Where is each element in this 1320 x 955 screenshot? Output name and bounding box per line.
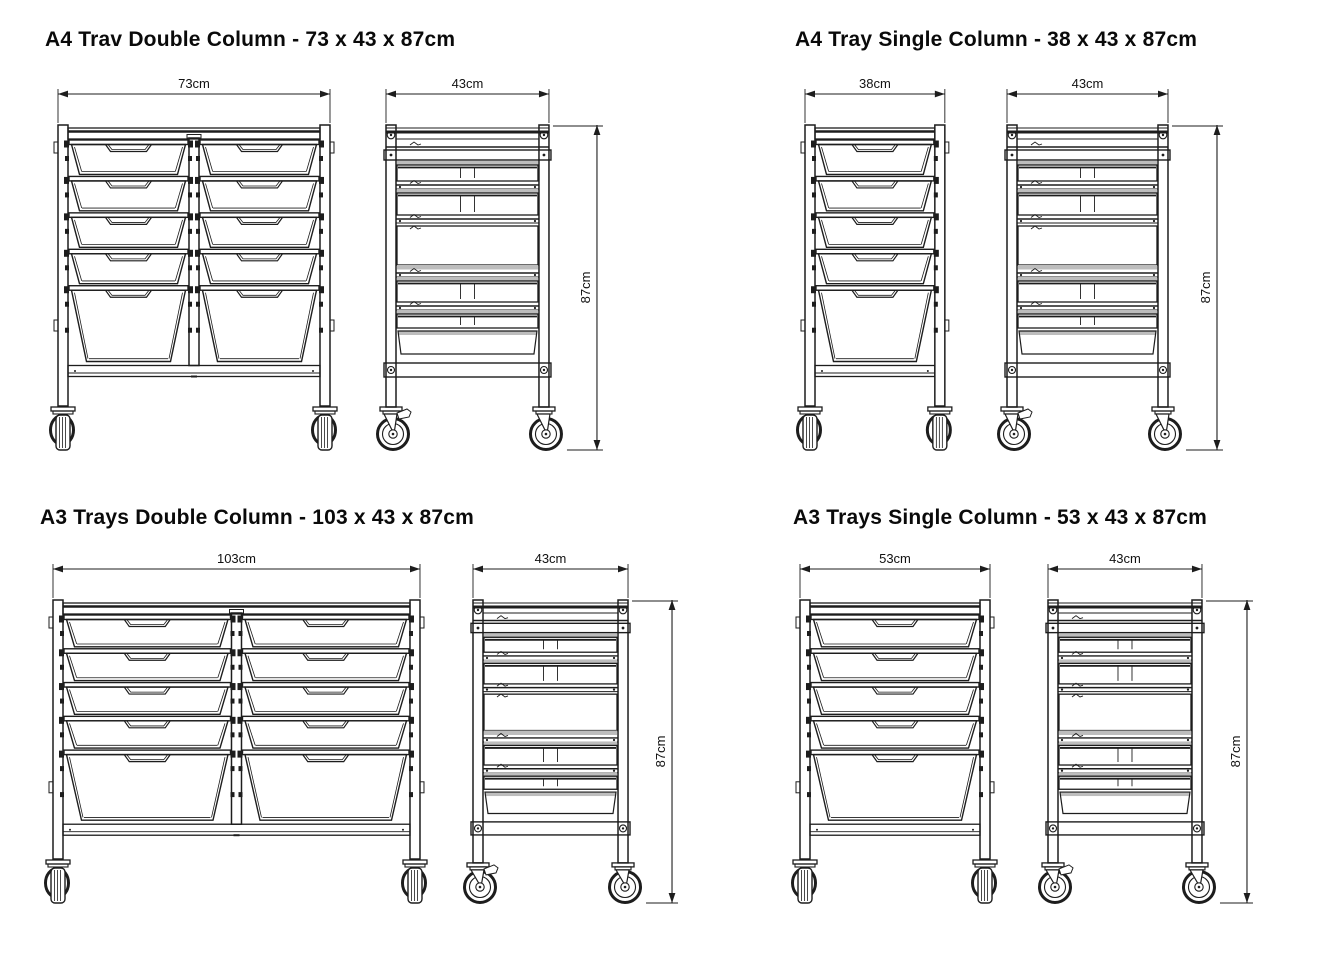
side-width-dimension-label: 43cm bbox=[535, 551, 567, 566]
panel-title: A3 Trays Double Column - 103 x 43 x 87cm bbox=[40, 506, 475, 529]
front-view-drawing: 73cm bbox=[49, 76, 338, 451]
front-view-drawing: 103cm bbox=[44, 551, 428, 904]
panel-title: A4 Trav Double Column - 73 x 43 x 87cm bbox=[45, 28, 456, 51]
height-dimension-label: 87cm bbox=[653, 736, 668, 768]
side-view-drawing: 43cm 87cm bbox=[463, 551, 679, 904]
front-view-drawing: 38cm bbox=[796, 76, 953, 451]
front-width-dimension-label: 38cm bbox=[859, 76, 891, 91]
side-view-drawing: 43cm 87cm bbox=[376, 76, 603, 451]
panel-title: A4 Tray Single Column - 38 x 43 x 87cm bbox=[795, 28, 1198, 51]
height-dimension-label: 87cm bbox=[1228, 736, 1243, 768]
front-width-dimension-label: 53cm bbox=[879, 551, 911, 566]
front-width-dimension-label: 103cm bbox=[217, 551, 256, 566]
panel-title: A3 Trays Single Column - 53 x 43 x 87cm bbox=[793, 506, 1207, 529]
side-width-dimension-label: 43cm bbox=[452, 76, 484, 91]
height-dimension-label: 87cm bbox=[1198, 272, 1213, 304]
height-dimension-label: 87cm bbox=[578, 272, 593, 304]
side-view-drawing: 43cm 87cm bbox=[1038, 551, 1253, 904]
side-view-drawing: 43cm 87cm bbox=[997, 76, 1223, 451]
side-width-dimension-label: 43cm bbox=[1072, 76, 1104, 91]
front-view-drawing: 53cm bbox=[791, 551, 998, 904]
front-width-dimension-label: 73cm bbox=[178, 76, 210, 91]
side-width-dimension-label: 43cm bbox=[1109, 551, 1141, 566]
